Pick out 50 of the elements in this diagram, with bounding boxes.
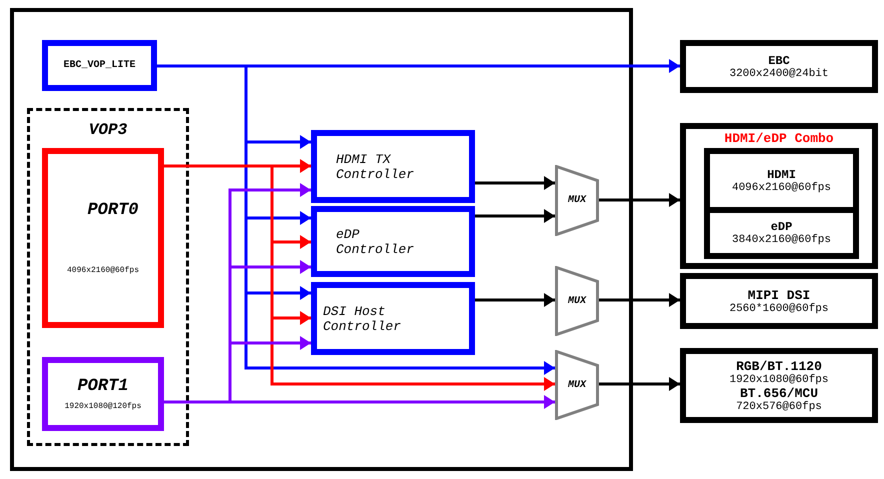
port-box <box>42 357 164 431</box>
port-title: PORT0 <box>87 200 138 220</box>
port-title: PORT1 <box>77 377 128 396</box>
arrow <box>475 293 555 307</box>
interface-title: EBC <box>768 54 790 68</box>
interface-title: eDP <box>770 220 792 234</box>
resolution-label: 4096x2160@60fps <box>732 182 832 194</box>
arrow <box>164 164 555 391</box>
vop-group <box>27 108 189 446</box>
arrow <box>157 64 555 375</box>
arrow <box>475 176 555 190</box>
controller-box <box>311 206 475 277</box>
resolution-label: 4096x2160@60fps <box>66 266 139 276</box>
multiplexer-shape <box>555 350 599 420</box>
arrow <box>599 193 680 207</box>
interface-title: MIPI DSI <box>748 288 810 302</box>
mux-label: MUX <box>568 380 586 390</box>
interface-box <box>680 348 878 423</box>
interface-title: BT.656/MCU <box>740 386 818 400</box>
interface-title: RGB/BT.1120 <box>736 358 822 374</box>
group-title: HDMI/eDP Combo <box>724 131 834 146</box>
resolution-label: 1920x1080@120fps <box>64 402 142 411</box>
arrow <box>599 377 680 391</box>
group-title: VOP3 <box>88 121 128 139</box>
interface-box <box>680 273 878 329</box>
resolution-label: 1920x1080@60fps <box>729 374 829 386</box>
mux-label: MUX <box>568 296 586 306</box>
controller-label: HDMI TX Controller <box>336 152 416 182</box>
interface-title: HDMI <box>767 168 796 182</box>
module-box <box>42 40 157 91</box>
multiplexer-shape <box>555 165 599 236</box>
chip-boundary <box>10 8 633 471</box>
interface-group <box>680 123 878 269</box>
controller-box <box>311 130 475 203</box>
interface-group <box>704 148 859 259</box>
ebc-vop-lite-label: EBC_VOP_LITE <box>63 60 136 71</box>
arrow <box>164 395 555 409</box>
resolution-label: 720x576@60fps <box>736 400 822 412</box>
resolution-label: 2560*1600@60fps <box>729 302 829 314</box>
mux-label: MUX <box>568 195 586 206</box>
controller-label: DSI Host Controller <box>323 304 402 334</box>
interface-box <box>680 40 878 93</box>
port-box <box>42 148 164 328</box>
multiplexer-shape <box>555 266 599 336</box>
controller-box <box>311 282 475 355</box>
resolution-label: 3200x2400@24bit <box>729 68 829 80</box>
resolution-label: 3840x2160@60fps <box>732 234 832 246</box>
arrow <box>599 293 680 307</box>
controller-label: eDP Controller <box>336 226 416 256</box>
arrow <box>475 209 555 223</box>
